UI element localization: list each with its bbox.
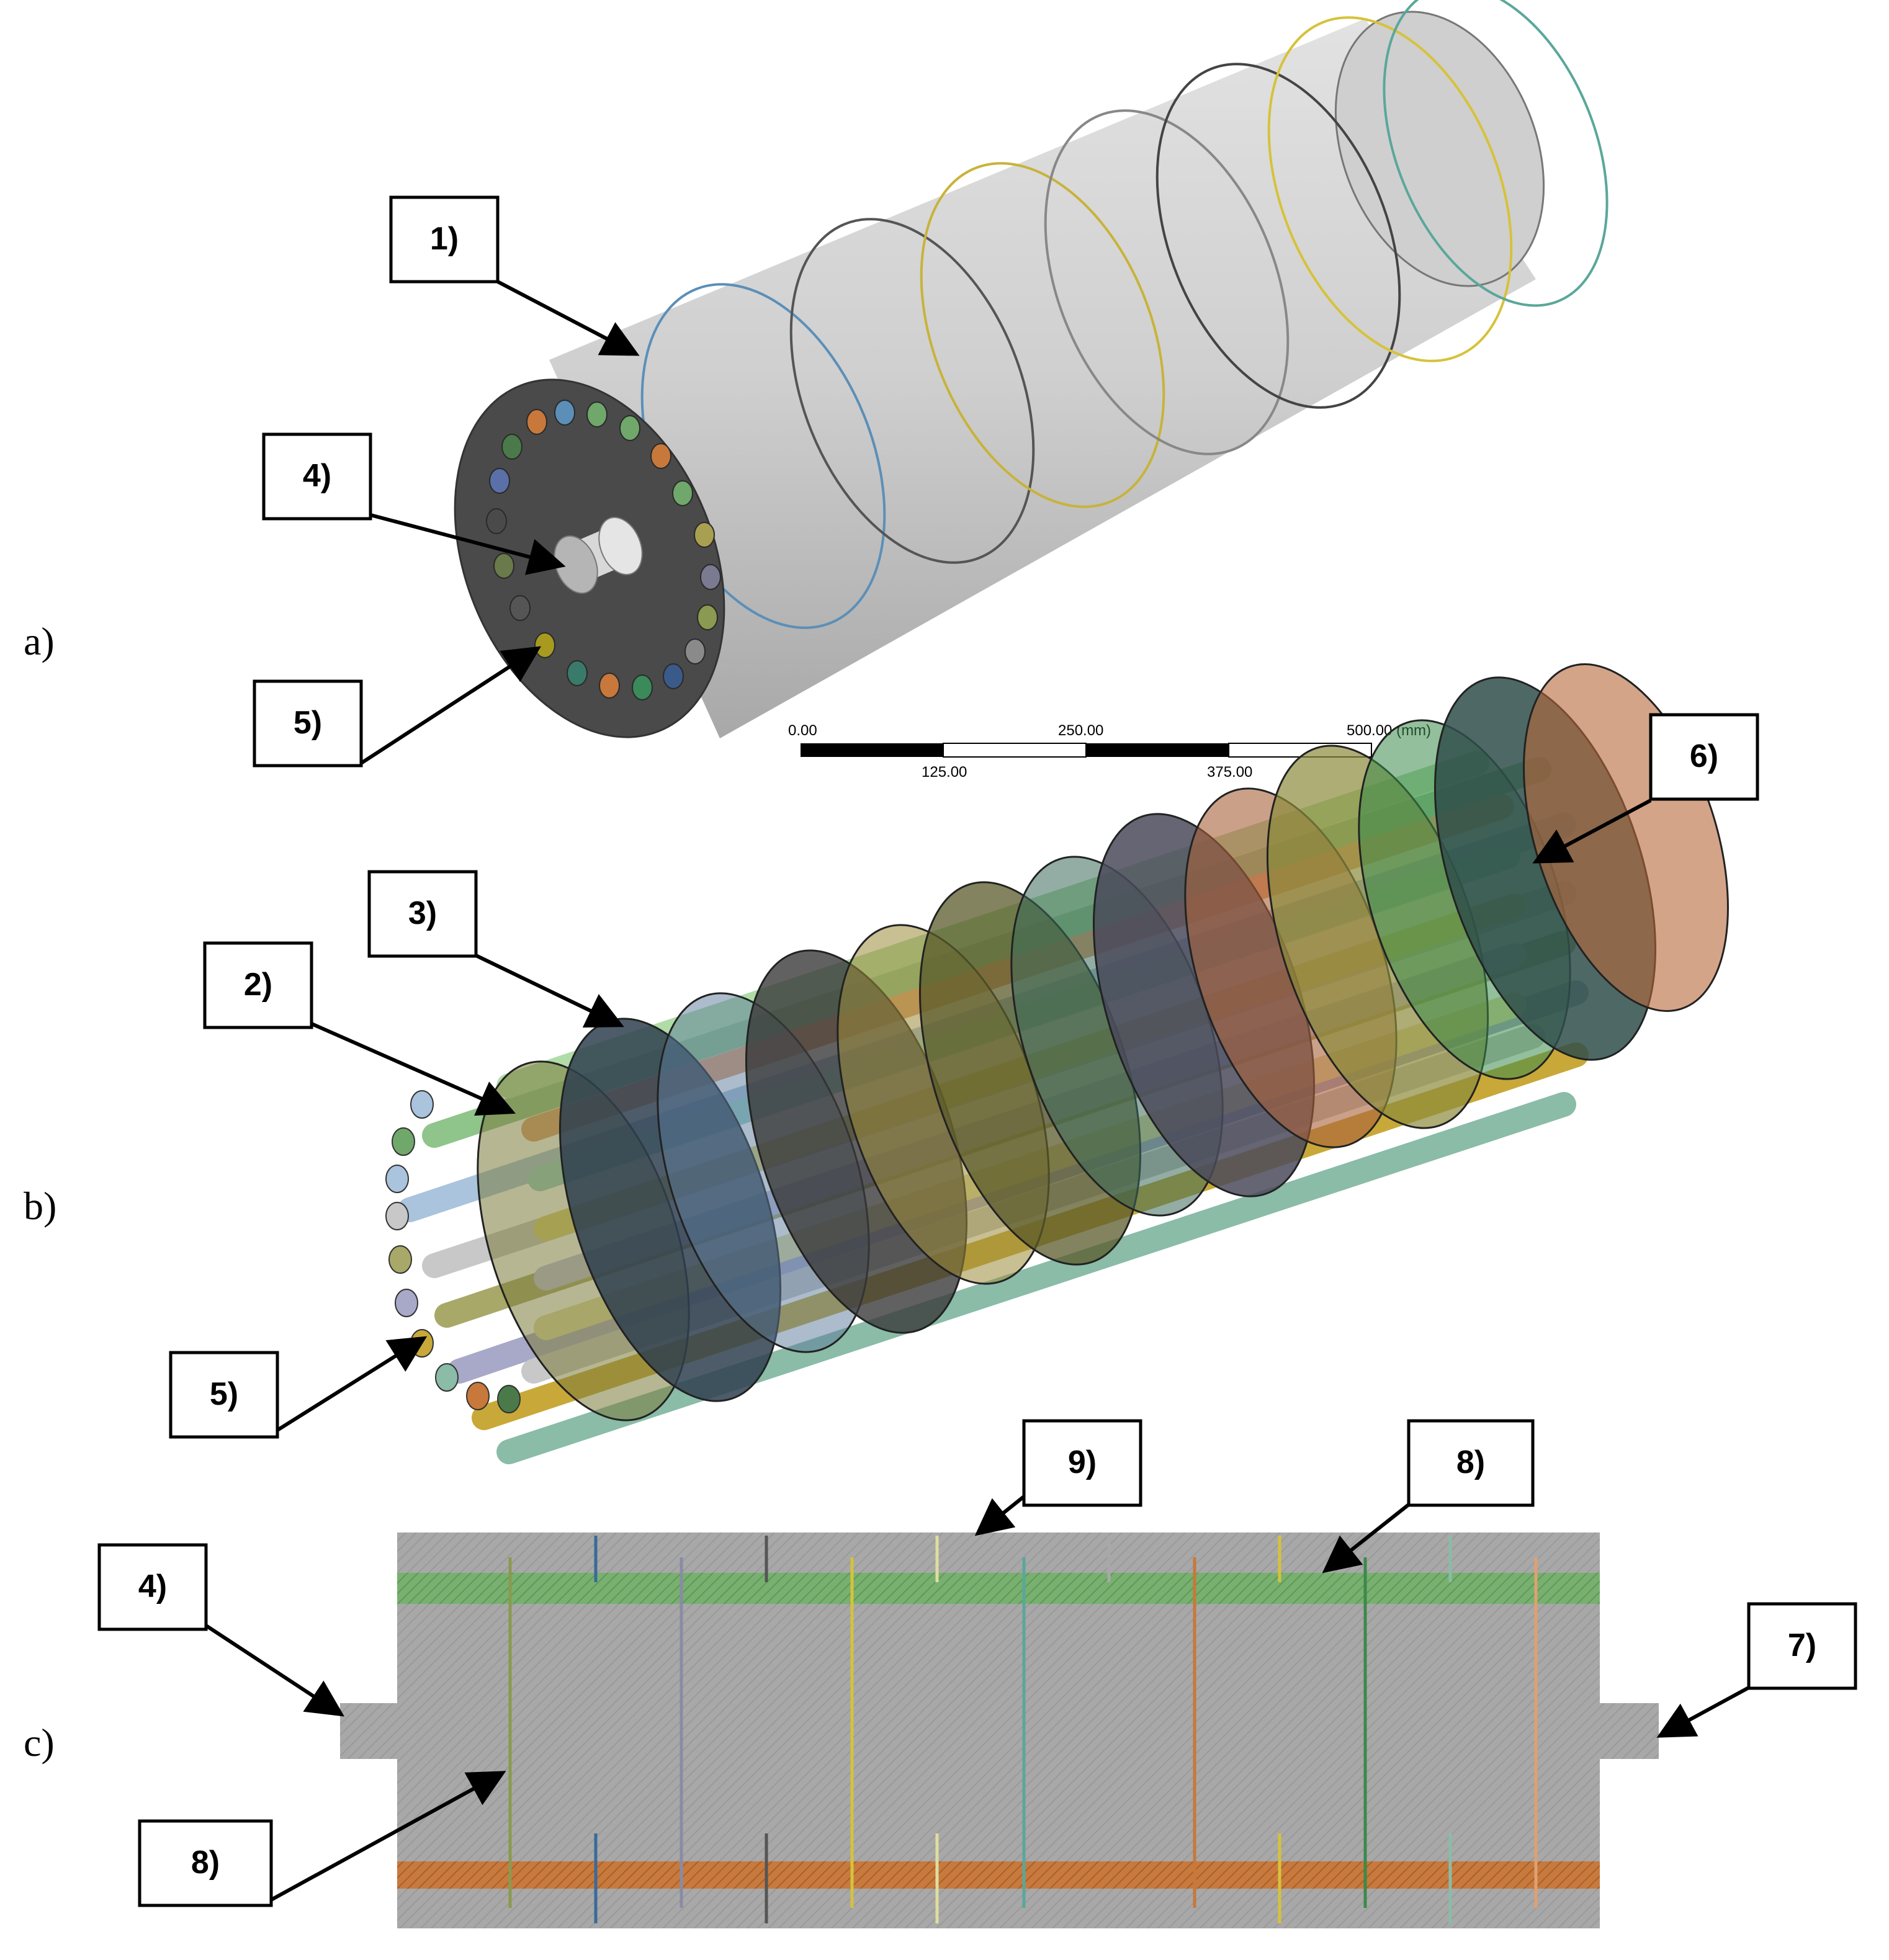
callout-a1: 1) <box>389 195 640 356</box>
svg-text:2): 2) <box>244 967 272 1003</box>
svg-text:9): 9) <box>1068 1444 1097 1480</box>
callout-c8-bottom: 8) <box>138 1771 506 1907</box>
outer-cylinder <box>454 0 1609 738</box>
callout-b3: 3) <box>367 870 624 1028</box>
panel-a-label: a) <box>24 619 55 663</box>
svg-text:0.00: 0.00 <box>788 722 817 739</box>
shaft-right <box>1600 1703 1659 1759</box>
svg-text:7): 7) <box>1788 1627 1816 1663</box>
panel-c: c) <box>24 1419 1857 1928</box>
svg-text:375.00: 375.00 <box>1207 764 1252 781</box>
callout-a4: 4) <box>262 432 566 575</box>
scale-bar: 0.00 250.00 500.00 (mm) 125.00 375.00 <box>788 722 1431 781</box>
svg-text:5): 5) <box>210 1376 238 1412</box>
panel-c-label: c) <box>24 1721 55 1765</box>
callout-b6: 6) <box>1532 713 1759 864</box>
svg-text:5): 5) <box>294 705 322 741</box>
svg-text:250.00: 250.00 <box>1058 722 1103 739</box>
baffle-lines <box>508 1536 1538 1923</box>
svg-text:1): 1) <box>430 221 459 257</box>
callout-c9: 9) <box>974 1419 1142 1536</box>
callout-a5: 5) <box>253 646 542 767</box>
callout-c8-top: 8) <box>1322 1419 1535 1573</box>
svg-text:8): 8) <box>191 1845 220 1881</box>
shaft-left <box>340 1703 397 1759</box>
cross-section <box>340 1533 1659 1928</box>
rod-section-top <box>397 1573 1600 1604</box>
callout-c7: 7) <box>1656 1602 1857 1738</box>
panel-b-label: b) <box>24 1184 56 1228</box>
svg-text:4): 4) <box>138 1568 167 1604</box>
svg-text:3): 3) <box>408 895 437 931</box>
baffle-discs <box>477 663 1729 1421</box>
svg-text:6): 6) <box>1690 738 1718 774</box>
callout-b2: 2) <box>203 941 516 1116</box>
panel-b: b) <box>24 663 1759 1464</box>
callout-b5: 5) <box>169 1336 428 1439</box>
svg-text:125.00: 125.00 <box>922 764 967 781</box>
panel-a: a) <box>24 0 1609 781</box>
svg-text:8): 8) <box>1456 1444 1485 1480</box>
section-seams <box>640 0 1609 629</box>
callout-c4: 4) <box>97 1543 345 1717</box>
rod-holes <box>486 400 721 700</box>
svg-text:4): 4) <box>303 458 331 494</box>
rod-section-bottom <box>397 1861 1600 1889</box>
